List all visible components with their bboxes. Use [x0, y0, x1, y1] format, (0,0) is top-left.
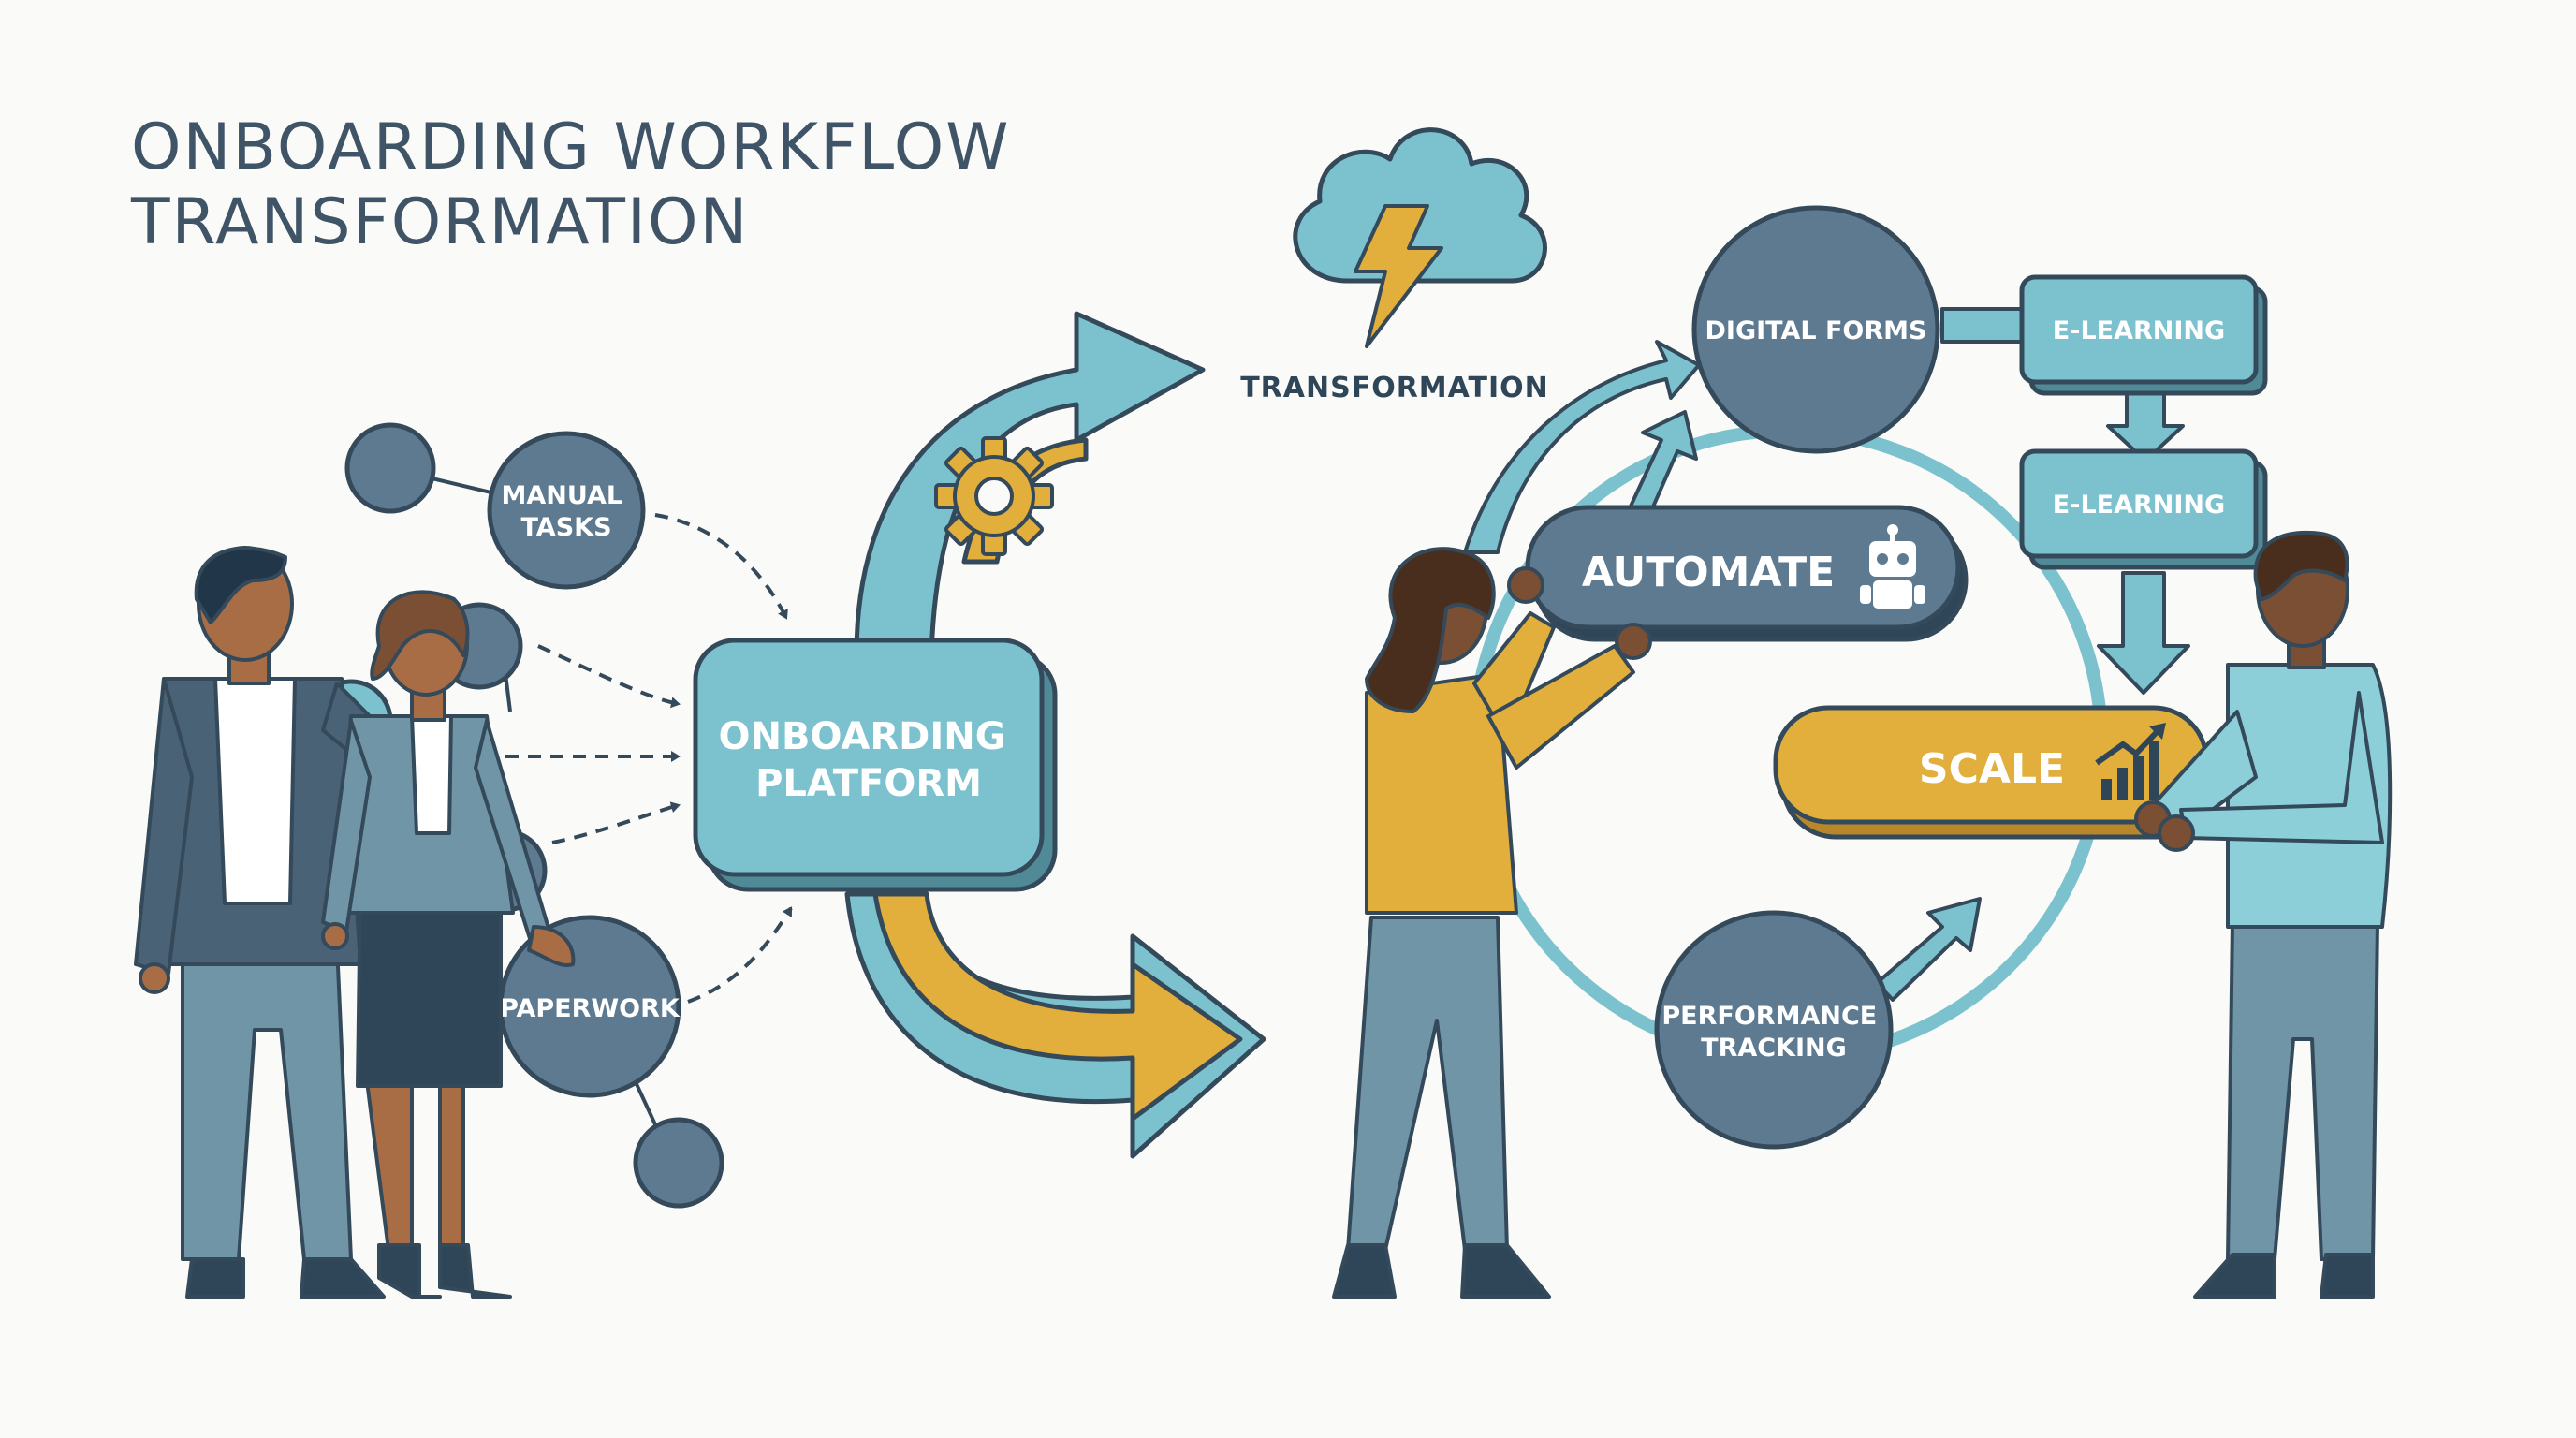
automate-label: AUTOMATE [1582, 549, 1835, 596]
paperwork-node: PAPERWORK [498, 915, 681, 1098]
small-node-top [344, 422, 436, 514]
person-man-left [134, 546, 442, 1299]
cloud-lightning-icon [1293, 127, 1547, 348]
manual-tasks-node: MANUAL TASKS [487, 431, 646, 590]
onboarding-platform-label-l1: ONBOARDING [719, 715, 1006, 758]
cycle-arrows [1463, 288, 2190, 1002]
elearning-label-2: E-LEARNING [2053, 491, 2225, 520]
digital-forms-label: DIGITAL FORMS [1705, 316, 1927, 345]
onboarding-platform-label: ONBOARDING PLATFORM [719, 715, 1019, 805]
automate-pill: AUTOMATE [1525, 505, 1969, 642]
manual-tasks-label-l1: MANUAL [502, 481, 623, 510]
title-line-1: ONBOARDING WORKFLOW [131, 110, 1011, 184]
performance-tracking-label-l2: TRACKING [1701, 1034, 1847, 1063]
manual-tasks-label: MANUAL TASKS [502, 481, 632, 542]
scale-label: SCALE [1919, 745, 2065, 793]
person-woman-center [1332, 547, 1652, 1299]
manual-tasks-label-l2: TASKS [520, 513, 611, 542]
onboarding-platform-node: ONBOARDING PLATFORM [693, 638, 1058, 892]
performance-tracking-label-l1: PERFORMANCE [1661, 1002, 1877, 1031]
digital-forms-node: DIGITAL FORMS [1691, 205, 1940, 454]
person-man-right [2134, 530, 2393, 1299]
robot-icon [1860, 524, 1925, 609]
transformation-label: TRANSFORMATION [1240, 372, 1549, 404]
title-line-2: TRANSFORMATION [131, 185, 750, 259]
performance-tracking-label: PERFORMANCE TRACKING [1661, 1002, 1885, 1063]
dashed-arrows [505, 513, 793, 1004]
paperwork-label: PAPERWORK [500, 994, 681, 1023]
elearning-label-1: E-LEARNING [2053, 316, 2225, 345]
gear-icon [934, 436, 1054, 556]
elearning-box-2: E-LEARNING [2019, 448, 2268, 570]
elearning-box-1: E-LEARNING [2019, 274, 2268, 396]
person-woman-left [321, 590, 576, 1299]
lower-curved-arrow [844, 891, 1266, 1159]
performance-tracking-node: PERFORMANCE TRACKING [1654, 910, 1894, 1150]
small-node-bottom [633, 1117, 724, 1209]
growth-chart-icon [2095, 723, 2166, 800]
onboarding-platform-label-l2: PLATFORM [755, 762, 982, 805]
